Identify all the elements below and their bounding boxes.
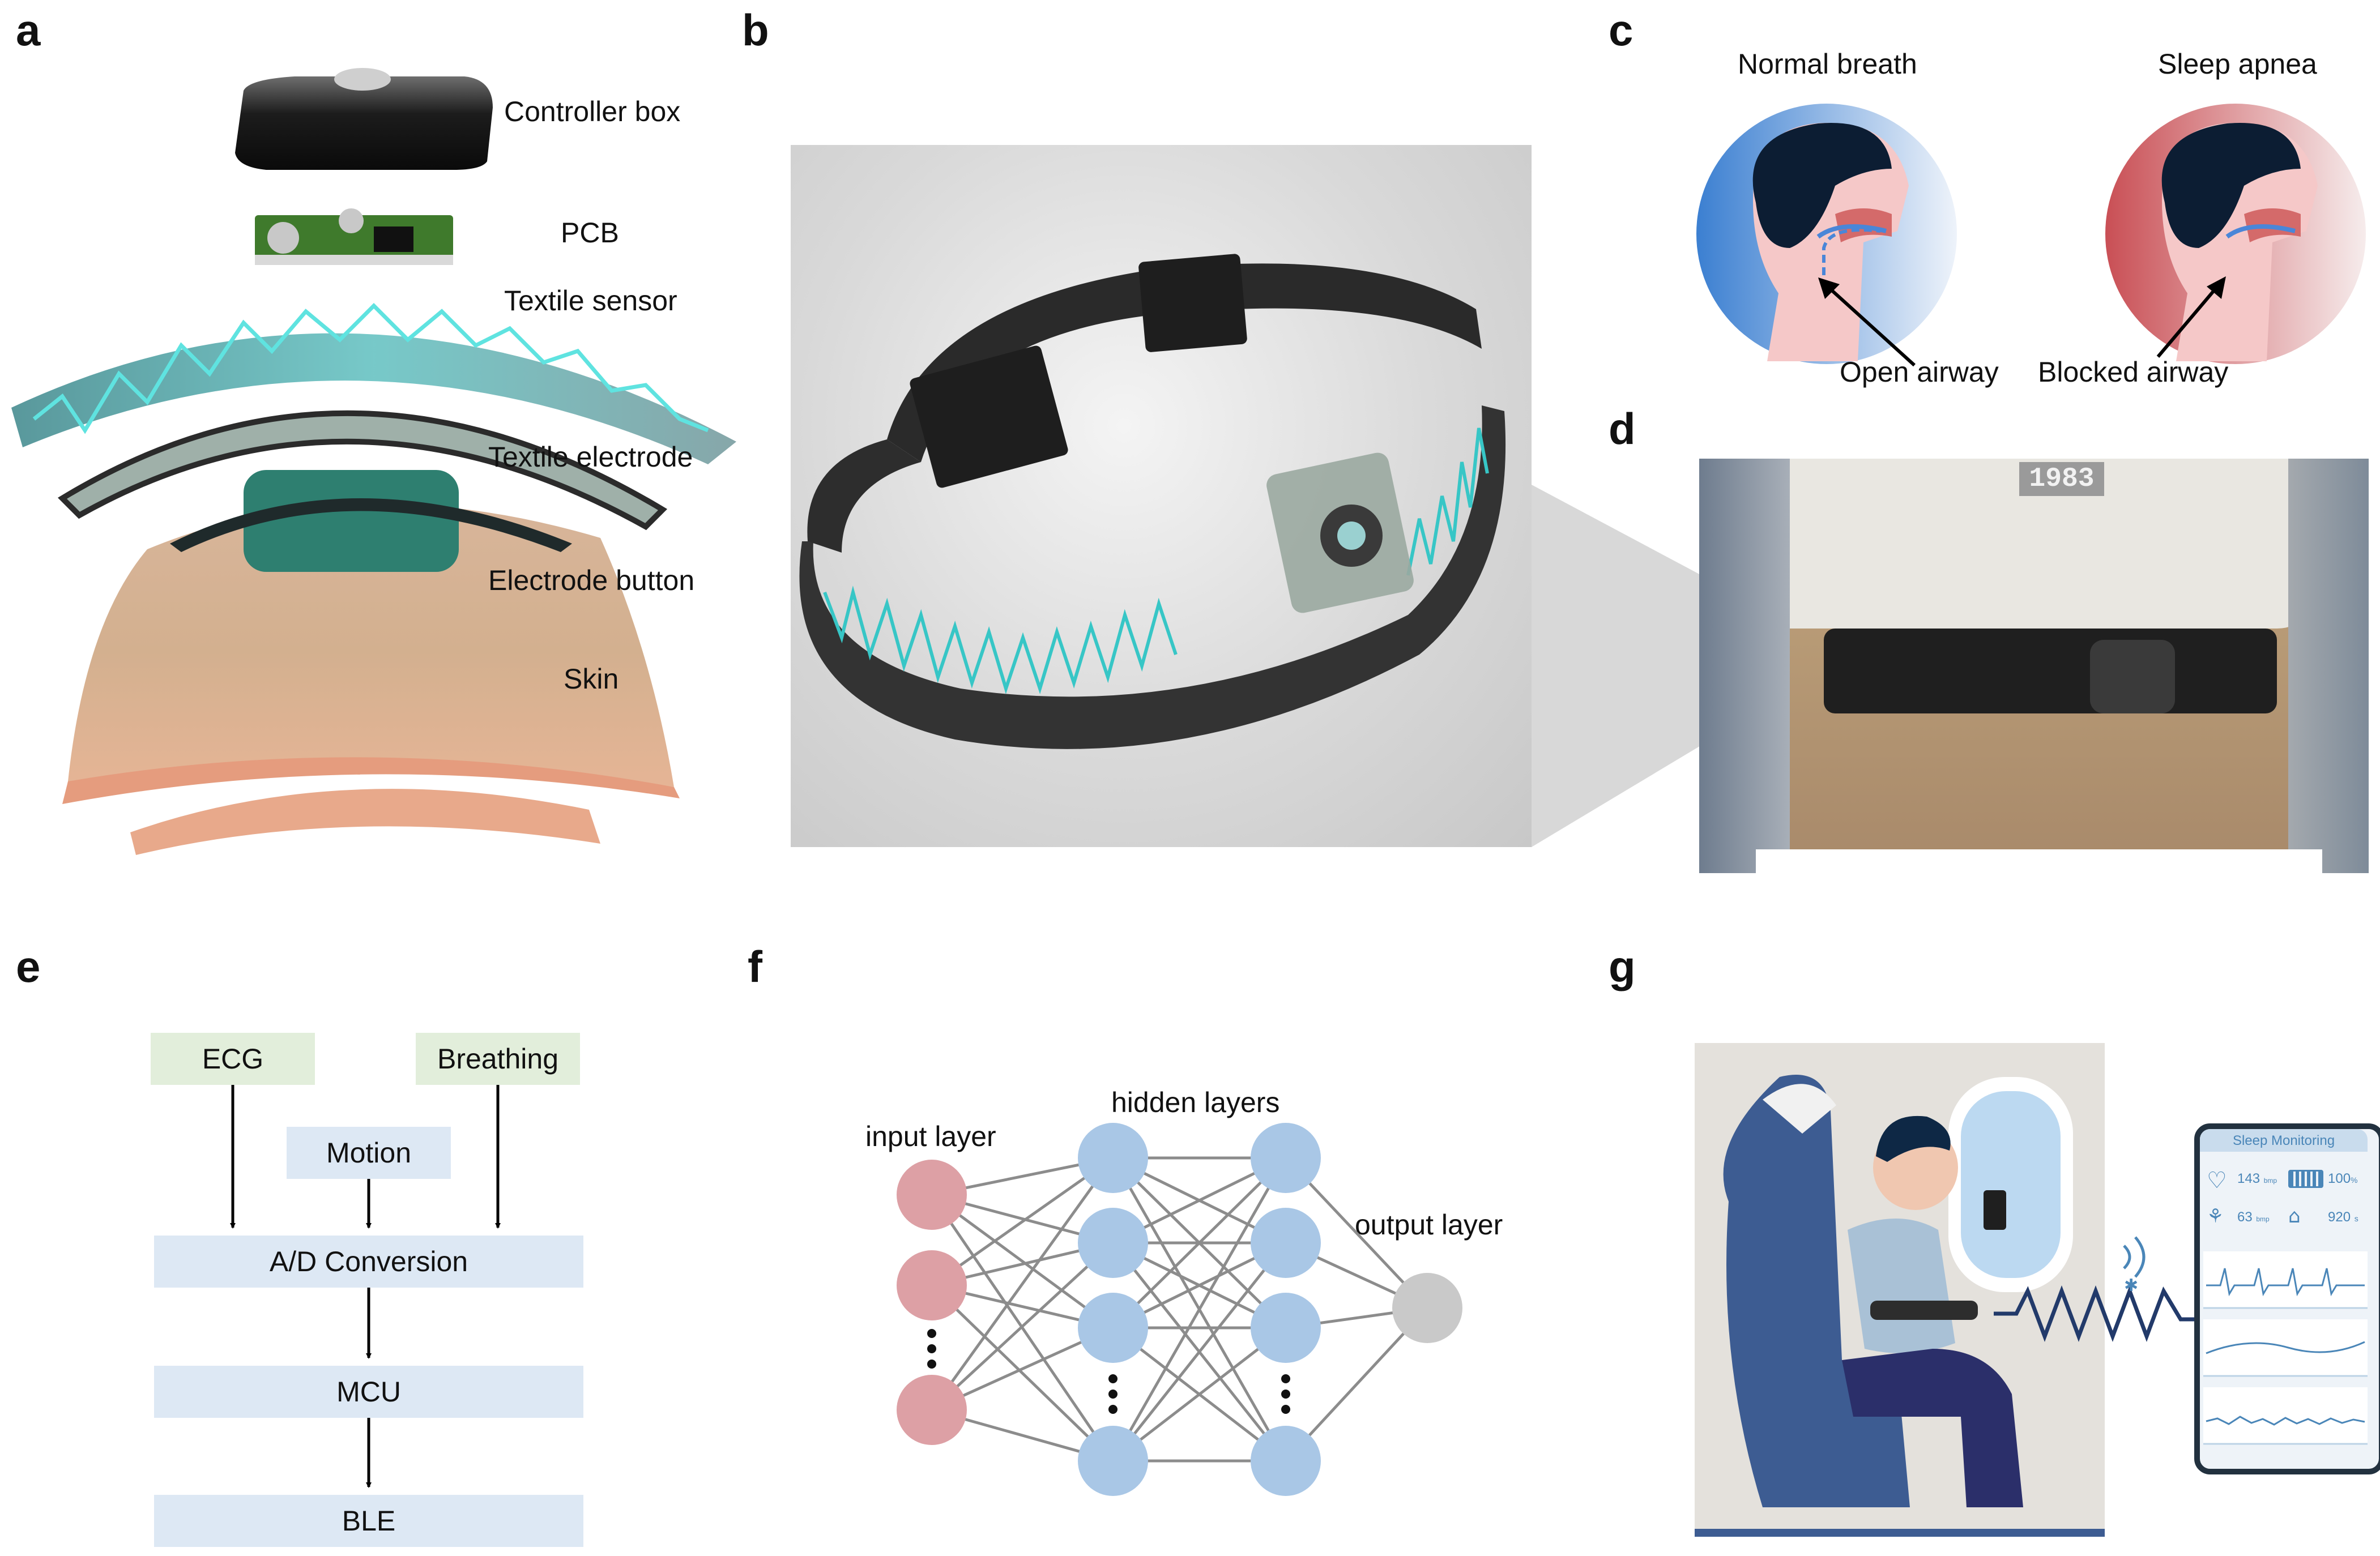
resp-number: 63 <box>2237 1209 2253 1225</box>
input-node <box>897 1375 967 1445</box>
hidden-node <box>1078 1123 1148 1193</box>
posture-number: 920 <box>2328 1209 2351 1225</box>
phone-app-header <box>2200 1129 2368 1152</box>
heart-rate-value: 143 bmp <box>2237 1171 2277 1187</box>
electrode-button <box>244 470 459 572</box>
hidden-node <box>1078 1293 1148 1363</box>
wireless-signal: ✱ <box>1994 1236 2209 1342</box>
chest-band-illustration <box>799 254 1506 749</box>
svg-text:✱: ✱ <box>2124 1276 2138 1296</box>
hidden-node <box>1251 1208 1321 1278</box>
input-node <box>897 1160 967 1230</box>
battery-unit: % <box>2351 1175 2358 1185</box>
battery-icon <box>2288 1170 2323 1188</box>
sensor-zigzag <box>32 303 709 434</box>
normal-breath-title: Normal breath <box>1738 48 1917 80</box>
sleep-apnea-title: Sleep apnea <box>2158 48 2317 80</box>
layer-label-skin: Skin <box>564 663 619 695</box>
panel-letter-b: b <box>742 5 769 55</box>
sleep-apnea-illustration <box>2105 104 2366 364</box>
band-strap <box>799 405 1506 749</box>
resp-unit: bmp <box>2256 1215 2270 1223</box>
exploded-layer-illustration <box>11 68 736 855</box>
panel-letter-c: c <box>1609 5 1633 55</box>
panel-letter-d: d <box>1609 404 1636 454</box>
panel-letter-f: f <box>748 942 762 991</box>
zoom-wedge <box>1532 485 1701 847</box>
textile-electrode-layer <box>57 410 668 531</box>
layer-label-electrode-button: Electrode button <box>488 565 695 596</box>
worn-band-photo: 1983 <box>1699 459 2369 873</box>
skin-lower-layer <box>130 789 600 855</box>
panel-letter-g: g <box>1609 942 1636 991</box>
hidden-node <box>1078 1208 1148 1278</box>
blocked-airway-label: Blocked airway <box>2038 356 2229 388</box>
controller-box <box>235 76 493 170</box>
hidden-node <box>1251 1123 1321 1193</box>
photo-background-right <box>2288 459 2369 873</box>
neural-network-diagram <box>897 1123 1462 1496</box>
mcu-box: MCU <box>154 1366 583 1418</box>
band-zigzag <box>823 585 1178 694</box>
lungs-icon: ⚘ <box>2207 1205 2224 1228</box>
normal-breath-illustration <box>1696 104 1957 364</box>
photo-background-left <box>1699 459 1790 873</box>
passenger-body <box>1848 1219 1955 1353</box>
breathing-wave <box>2206 1341 2365 1354</box>
photo-band-module <box>2090 640 2175 713</box>
hidden-layers-label: hidden layers <box>1111 1087 1280 1118</box>
panel-letter-a: a <box>16 5 41 55</box>
photo-band <box>1824 629 2277 713</box>
breathing-box: Breathing <box>416 1033 580 1085</box>
phone-waveforms <box>2203 1251 2368 1445</box>
open-airway-label: Open airway <box>1840 356 1999 388</box>
layer-label-pcb: PCB <box>561 217 619 249</box>
photo-bottom-edge <box>1756 849 2322 873</box>
hidden-node <box>1251 1293 1321 1363</box>
layer-label-textile-sensor: Textile sensor <box>504 285 677 317</box>
motion-box: Motion <box>287 1127 451 1179</box>
output-layer-label: output layer <box>1355 1209 1503 1241</box>
posture-value: 920 s <box>2328 1209 2358 1225</box>
posture-unit: s <box>2354 1214 2358 1223</box>
ad-conversion-box: A/D Conversion <box>154 1236 583 1288</box>
ble-box: BLE <box>154 1495 583 1547</box>
open-airway-arrow <box>1818 277 1916 367</box>
motion-wave <box>2206 1416 2365 1426</box>
phone-app-title: Sleep Monitoring <box>2232 1133 2335 1148</box>
heart-rate-icon: ♡ <box>2207 1168 2227 1194</box>
hidden-node <box>1078 1426 1148 1496</box>
layer-label-textile-electrode: Textile electrode <box>488 441 693 473</box>
airplane-passenger-illustration <box>1695 1075 2105 1537</box>
battery-number: 100 <box>2328 1171 2351 1186</box>
photo-tag: 1983 <box>2019 462 2104 496</box>
skin-layer <box>68 503 674 798</box>
hr-unit: bmp <box>2263 1177 2277 1185</box>
battery-value: 100% <box>2328 1171 2358 1187</box>
input-node <box>897 1250 967 1320</box>
flow-arrows <box>230 1085 501 1488</box>
blocked-airway-arrow <box>2156 276 2226 358</box>
ecg-wave <box>2206 1268 2365 1297</box>
panel-letter-e: e <box>16 942 41 991</box>
layer-label-controller-box: Controller box <box>504 96 681 127</box>
bed-icon: ⌂ <box>2288 1205 2301 1228</box>
respiration-value: 63 bmp <box>2237 1209 2270 1225</box>
hidden-node <box>1251 1426 1321 1496</box>
hr-number: 143 <box>2237 1171 2260 1186</box>
input-layer-label: input layer <box>865 1121 996 1152</box>
ecg-box: ECG <box>151 1033 315 1085</box>
passenger-band <box>1870 1301 1978 1320</box>
output-node <box>1392 1273 1462 1343</box>
textile-sensor-layer <box>11 333 736 464</box>
head-hair <box>1752 123 1892 248</box>
